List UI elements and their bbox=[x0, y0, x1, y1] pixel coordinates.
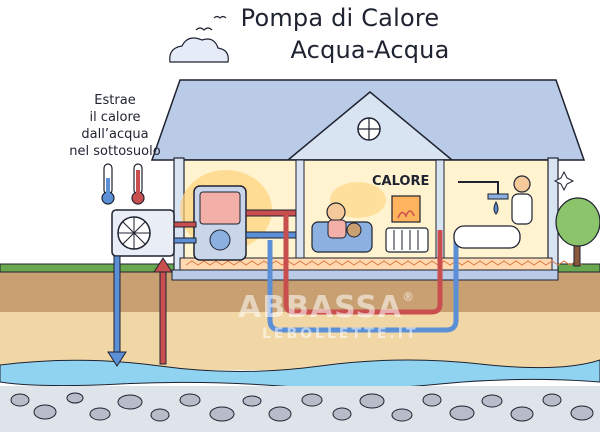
pipe-cold-return bbox=[245, 231, 297, 239]
thermometer-cold-icon bbox=[101, 163, 115, 205]
round-window-frame bbox=[358, 118, 380, 140]
cold-water-down-arrow bbox=[107, 255, 127, 367]
wall-divider-1 bbox=[295, 159, 305, 261]
fan-blades bbox=[118, 217, 150, 249]
flame-lines bbox=[397, 210, 415, 219]
tree-icon bbox=[555, 197, 600, 247]
diagram-title-line-1: Pompa di Calore bbox=[240, 4, 440, 32]
shower-head-icon bbox=[487, 193, 509, 200]
watermark-subtitle: LEBOLLETTE.IT bbox=[262, 326, 419, 342]
underground-loop-blue bbox=[267, 240, 459, 333]
child-body bbox=[327, 219, 347, 239]
tank-hot-section bbox=[199, 191, 241, 225]
pipe-hot-supply bbox=[245, 209, 297, 217]
bathtub-icon bbox=[453, 225, 521, 249]
cloud-icon bbox=[169, 37, 229, 63]
heat-label: CALORE bbox=[372, 174, 430, 189]
child-figure-icon bbox=[326, 202, 346, 222]
tank-coil-icon bbox=[209, 229, 231, 251]
radiator-fins bbox=[393, 230, 419, 250]
person-figure-icon bbox=[513, 175, 531, 193]
watermark-brand-text: ABBASSA bbox=[238, 290, 403, 325]
gravel-stones bbox=[10, 392, 594, 422]
pipe-unit-to-tank-cold bbox=[173, 237, 197, 244]
warm-water-up-arrow bbox=[153, 257, 173, 365]
diagram-title-line-2: Acqua-Acqua bbox=[290, 36, 450, 64]
pipe-unit-to-tank-hot bbox=[173, 221, 197, 228]
watermark-brand: ABBASSA® bbox=[238, 290, 415, 325]
side-note-line-4: nel sottosuolo bbox=[69, 144, 161, 159]
radiator-icon bbox=[385, 227, 429, 253]
underfloor-pipe-loop bbox=[185, 260, 583, 266]
thermometer-hot-icon bbox=[131, 163, 145, 205]
side-note-line-2: il calore bbox=[89, 110, 141, 125]
side-note-line-1: Estrae bbox=[94, 93, 136, 108]
side-note: Estrae il calore dall’acqua nel sottosuo… bbox=[60, 92, 170, 160]
bird-icons bbox=[195, 15, 227, 31]
teddy-bear-icon bbox=[346, 222, 362, 238]
side-note-line-3: dall’acqua bbox=[81, 127, 149, 142]
sparkle-icon bbox=[553, 170, 575, 192]
underground-loop-red bbox=[283, 214, 443, 315]
groundwater-layer bbox=[0, 359, 600, 390]
foundation bbox=[171, 269, 559, 281]
watermark-registered-mark: ® bbox=[402, 290, 416, 304]
gravel-layer bbox=[0, 386, 600, 432]
shower-pipe bbox=[458, 181, 499, 196]
person-towel bbox=[511, 193, 533, 225]
water-drop-icon bbox=[493, 200, 499, 215]
fireplace-flame-icon bbox=[391, 195, 421, 223]
